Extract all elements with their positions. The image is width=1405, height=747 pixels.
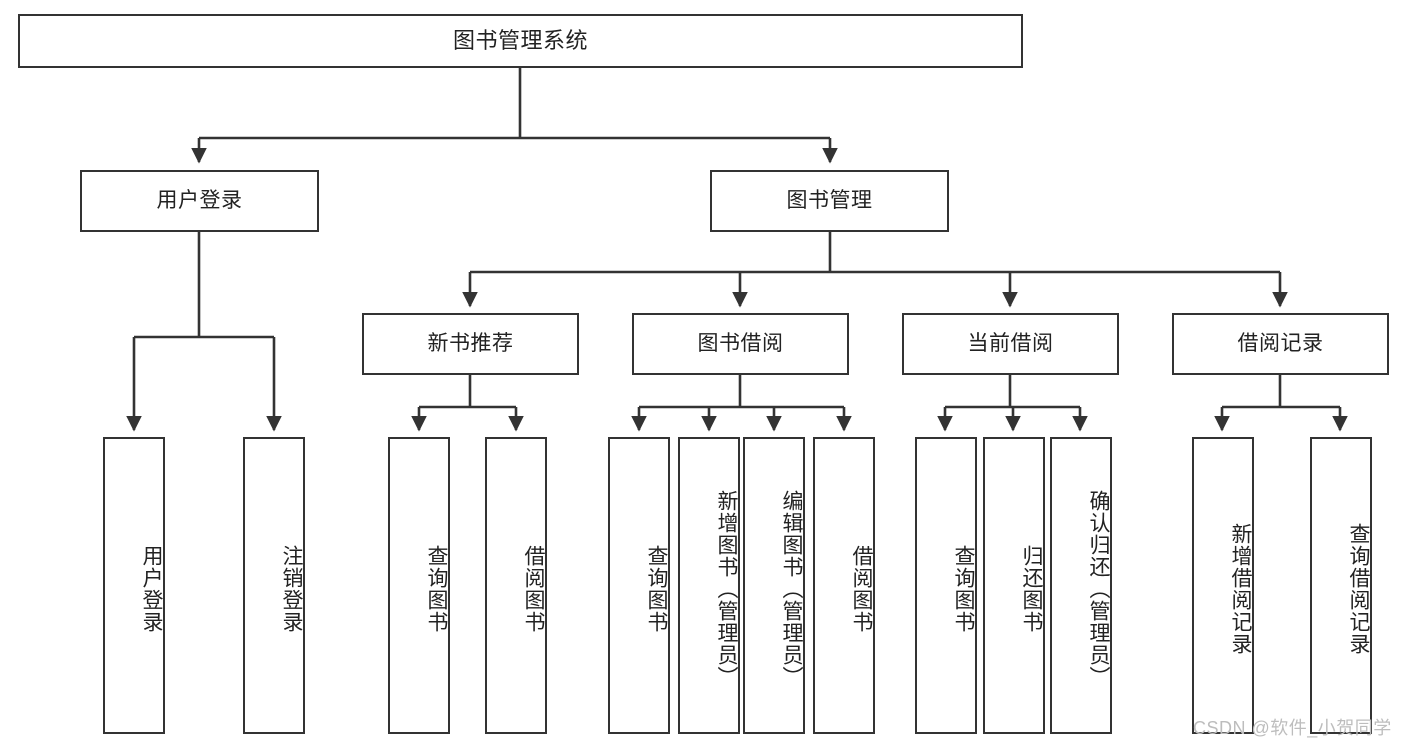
node-label: 注销登录 xyxy=(280,544,303,633)
leaf-book-borrow-add-book-admin[interactable]: 新增图书（管理员） xyxy=(678,437,740,734)
leaf-book-borrow-borrow-book[interactable]: 借阅图书 xyxy=(813,437,875,734)
csdn-watermark: CSDN @软件_小贺同学 xyxy=(1193,718,1392,738)
node-label: 归还图书 xyxy=(1020,544,1043,633)
leaf-new-book-query-book[interactable]: 查询图书 xyxy=(388,437,450,734)
node-user-login[interactable]: 用户登录 xyxy=(80,170,319,232)
leaf-current-borrow-return-book[interactable]: 归还图书 xyxy=(983,437,1045,734)
leaf-current-borrow-confirm-return-admin[interactable]: 确认归还（管理员） xyxy=(1050,437,1112,734)
leaf-user-login-login[interactable]: 用户登录 xyxy=(103,437,165,734)
node-label: 查询借阅记录 xyxy=(1347,522,1370,655)
node-borrow-record[interactable]: 借阅记录 xyxy=(1172,313,1389,375)
node-label: 用户登录 xyxy=(140,544,163,633)
node-label: 图书管理系统 xyxy=(452,28,588,54)
node-label: 图书管理 xyxy=(786,188,873,212)
node-new-book-recommend[interactable]: 新书推荐 xyxy=(362,313,579,375)
node-label: 新增图书（管理员） xyxy=(715,489,738,688)
node-label: 查询图书 xyxy=(952,544,975,633)
node-label: 编辑图书（管理员） xyxy=(780,489,803,688)
node-book-management[interactable]: 图书管理 xyxy=(710,170,949,232)
node-root-library-system[interactable]: 图书管理系统 xyxy=(18,14,1023,68)
node-label: 图书借阅 xyxy=(697,331,784,355)
node-label: 查询图书 xyxy=(645,544,668,633)
node-label: 借阅记录 xyxy=(1237,331,1324,355)
leaf-current-borrow-query-book[interactable]: 查询图书 xyxy=(915,437,977,734)
leaf-borrow-record-query-record[interactable]: 查询借阅记录 xyxy=(1310,437,1372,734)
node-label: 借阅图书 xyxy=(850,544,873,633)
node-current-borrow[interactable]: 当前借阅 xyxy=(902,313,1119,375)
node-label: 确认归还（管理员） xyxy=(1087,489,1110,688)
node-label: 查询图书 xyxy=(425,544,448,633)
leaf-borrow-record-add-record[interactable]: 新增借阅记录 xyxy=(1192,437,1254,734)
node-label: 新增借阅记录 xyxy=(1229,522,1252,655)
leaf-user-login-logout[interactable]: 注销登录 xyxy=(243,437,305,734)
node-label: 借阅图书 xyxy=(522,544,545,633)
node-book-borrow[interactable]: 图书借阅 xyxy=(632,313,849,375)
leaf-new-book-borrow-book[interactable]: 借阅图书 xyxy=(485,437,547,734)
node-label: 当前借阅 xyxy=(967,331,1054,355)
node-label: 新书推荐 xyxy=(427,331,514,355)
leaf-book-borrow-query-book[interactable]: 查询图书 xyxy=(608,437,670,734)
node-label: 用户登录 xyxy=(156,188,243,212)
leaf-book-borrow-edit-book-admin[interactable]: 编辑图书（管理员） xyxy=(743,437,805,734)
